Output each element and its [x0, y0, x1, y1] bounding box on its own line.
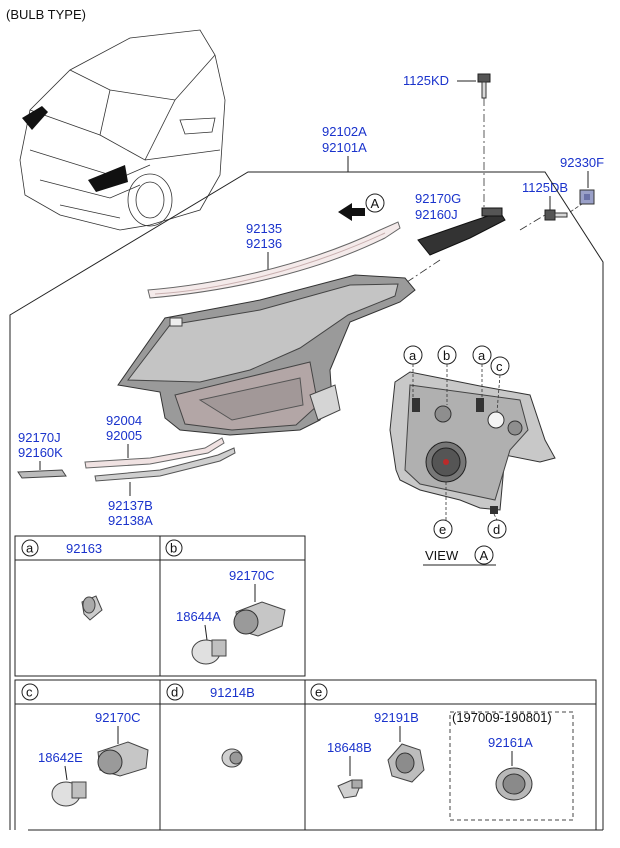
- view-callout-d: d: [487, 513, 507, 539]
- svg-text:a: a: [26, 541, 34, 556]
- view-marker: A: [480, 548, 489, 563]
- light-strip-92135: [147, 221, 401, 299]
- part-92137B: 92137B: [108, 498, 153, 513]
- part-92135: 92135: [246, 221, 282, 236]
- part-92170J: 92170J: [18, 430, 61, 445]
- view-label: VIEW: [425, 548, 459, 563]
- part-92004: 92004: [106, 413, 142, 428]
- detail-box-c: c 92170C 18642E: [21, 683, 149, 807]
- part-92101A: 92101A: [322, 140, 367, 155]
- trim-92137B: [94, 447, 236, 482]
- part-92161A: 92161A: [488, 735, 533, 750]
- part-92136: 92136: [246, 236, 282, 251]
- headlamp-assembly-92101A: [117, 274, 416, 436]
- car-illustration: [19, 29, 226, 231]
- part-92170G: 92170G: [415, 191, 461, 206]
- view-callout-a1: a: [403, 345, 423, 398]
- svg-text:a: a: [409, 348, 417, 363]
- svg-text:d: d: [493, 522, 500, 537]
- part-18644A: 18644A: [176, 609, 221, 624]
- variant-note: (197009-190801): [452, 710, 552, 725]
- view-callout-a2: a: [472, 345, 492, 398]
- detail-box-b: b 92170C 18644A: [159, 535, 306, 677]
- part-92191B: 92191B: [374, 710, 419, 725]
- screw-1125DB: [544, 209, 568, 221]
- assembly-frame: [9, 171, 604, 830]
- connector-92330F: [579, 189, 595, 205]
- variant-box: [449, 711, 574, 821]
- svg-text:d: d: [171, 685, 178, 700]
- part-92160J: 92160J: [415, 207, 458, 222]
- view-callout-b: b: [437, 345, 457, 405]
- svg-text:b: b: [443, 348, 450, 363]
- part-92170C-c: 92170C: [95, 710, 141, 725]
- view-callout-c: c: [490, 356, 510, 413]
- part-92163: 92163: [66, 541, 102, 556]
- part-92138A: 92138A: [108, 513, 153, 528]
- bracket-92170G: [417, 207, 506, 256]
- bracket-92170J: [17, 469, 67, 479]
- svg-text:c: c: [26, 685, 33, 700]
- part-18642E: 18642E: [38, 750, 83, 765]
- view-callout-e: e: [433, 482, 453, 539]
- diagram-title: (BULB TYPE): [6, 7, 86, 22]
- part-92102A: 92102A: [322, 124, 367, 139]
- part-18648B: 18648B: [327, 740, 372, 755]
- svg-text:e: e: [315, 685, 322, 700]
- part-1125KD: 1125KD: [403, 73, 449, 88]
- svg-text:A: A: [371, 196, 380, 211]
- svg-text:b: b: [170, 541, 177, 556]
- rear-view-housing: [389, 371, 556, 514]
- part-91214B: 91214B: [210, 685, 255, 700]
- part-92005: 92005: [106, 428, 142, 443]
- detail-box-a: a 92163: [14, 535, 161, 677]
- screw-1125KD: [477, 73, 491, 99]
- detail-box-e: e 92191B 18648B (197009-190801) 92161A: [310, 683, 574, 821]
- part-92170C-b: 92170C: [229, 568, 275, 583]
- svg-text:e: e: [439, 522, 446, 537]
- part-92160K: 92160K: [18, 445, 63, 460]
- detail-box-d: d 91214B: [166, 683, 255, 768]
- svg-text:a: a: [478, 348, 486, 363]
- svg-text:c: c: [496, 359, 503, 374]
- trim-92004: [84, 437, 225, 469]
- part-1125DB: 1125DB: [522, 180, 568, 195]
- view-arrow-a: A: [338, 193, 385, 221]
- part-92330F: 92330F: [560, 155, 604, 170]
